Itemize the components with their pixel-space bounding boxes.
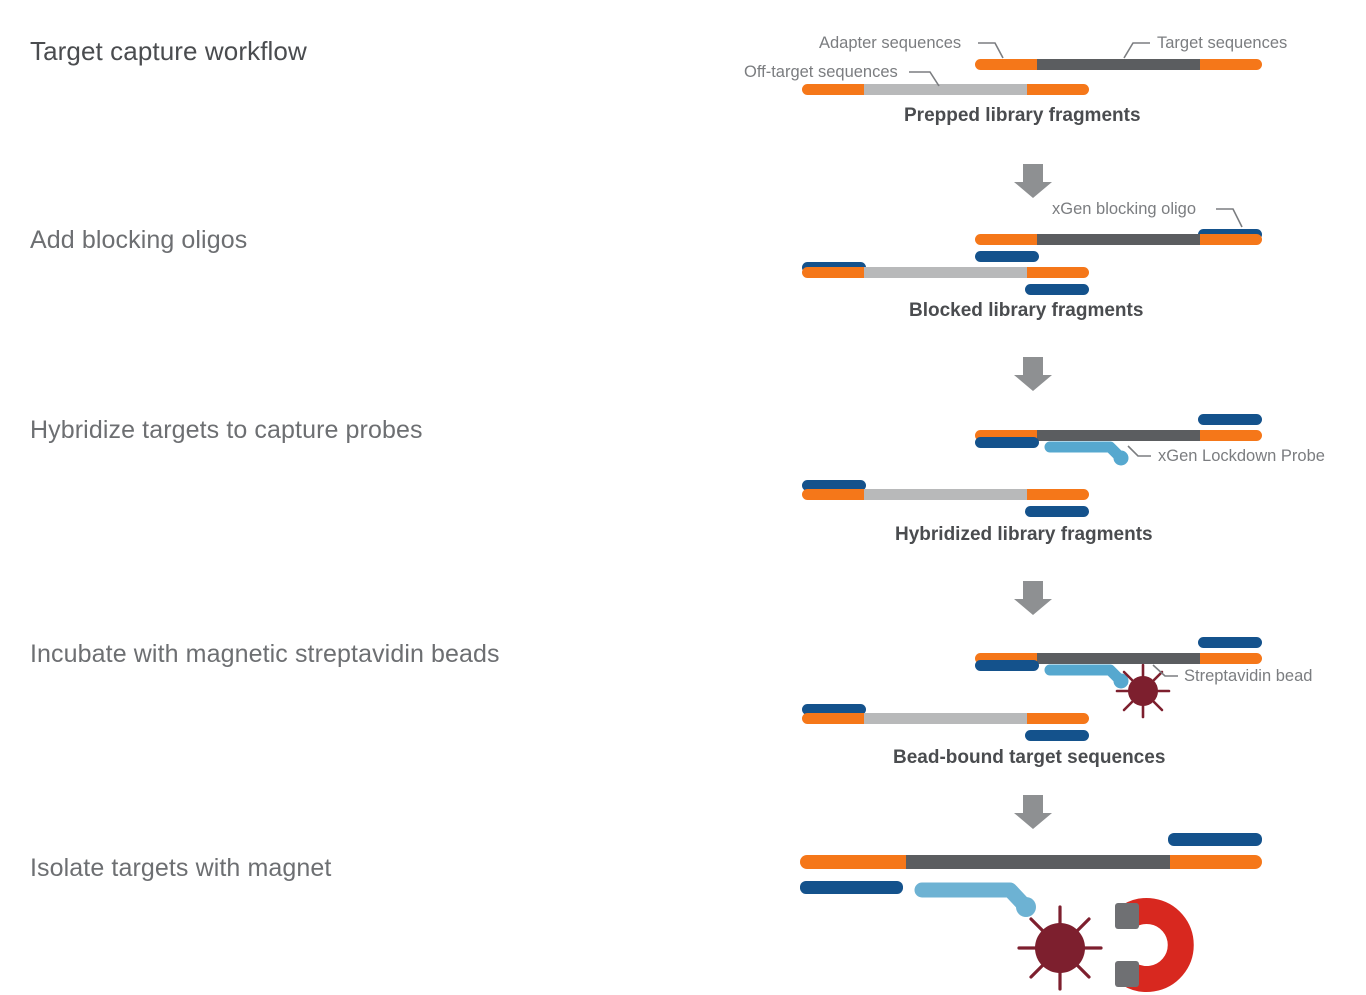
segment-off-target <box>864 713 1027 724</box>
caption-bead-bound-target-sequences: Bead-bound target sequences <box>893 747 1166 768</box>
segment-target <box>1037 59 1200 70</box>
fragment-on-target <box>975 234 1262 245</box>
blocking-oligo-bottom-left <box>975 251 1039 262</box>
segment-adapter-left <box>975 234 1037 245</box>
blocking-oligo-top-right <box>1198 637 1262 648</box>
blocking-oligo-bottom-right <box>1025 506 1089 517</box>
blocking-oligo-top-right <box>1168 833 1262 846</box>
annotation-adapter-sequences: Adapter sequences <box>819 34 962 52</box>
annotation-streptavidin-bead: Streptavidin bead <box>1184 667 1313 685</box>
segment-target <box>1037 234 1200 245</box>
segment-adapter-left <box>975 653 1037 664</box>
page-title: Target capture workflow <box>30 36 307 66</box>
blocking-oligo-bottom-left <box>975 437 1039 448</box>
segment-adapter-right <box>1027 713 1089 724</box>
fragment-off-target <box>802 713 1089 724</box>
segment-adapter-right <box>1200 234 1262 245</box>
segment-adapter-left <box>802 267 864 278</box>
annotation-xgen-blocking-oligo: xGen blocking oligo <box>1052 200 1197 218</box>
fragment-off-target <box>802 489 1089 500</box>
segment-adapter-left <box>802 713 864 724</box>
blocking-oligo-top-right <box>1198 414 1262 425</box>
segment-target <box>1037 430 1200 441</box>
segment-adapter-left <box>800 855 906 869</box>
segment-adapter-right <box>1027 84 1089 95</box>
fragment-on-target <box>975 430 1262 441</box>
step-label-add-blocking-oligos: Add blocking oligos <box>30 226 248 254</box>
blocking-oligo-bottom-right <box>1025 730 1089 741</box>
blocking-oligo-top-left <box>802 704 866 715</box>
fragment-on-target <box>975 653 1262 664</box>
step-label-hybridize-targets: Hybridize targets to capture probes <box>30 416 423 444</box>
segment-adapter-left <box>802 489 864 500</box>
blocking-oligo-top-left <box>802 480 866 491</box>
segment-adapter-right <box>1200 59 1262 70</box>
segment-adapter-right <box>1170 855 1262 869</box>
segment-adapter-left <box>802 84 864 95</box>
segment-adapter-left <box>975 430 1037 441</box>
caption-prepped-library-fragments: Prepped library fragments <box>904 105 1141 126</box>
annotation-target-sequences: Target sequences <box>1157 34 1288 52</box>
caption-hybridized-library-fragments: Hybridized library fragments <box>895 524 1153 545</box>
segment-adapter-right <box>1200 653 1262 664</box>
fragment-on-target <box>975 59 1262 70</box>
fragment-off-target <box>802 84 1089 95</box>
segment-target <box>1037 653 1200 664</box>
blocking-oligo-bottom-left <box>975 660 1039 671</box>
segment-off-target <box>864 84 1027 95</box>
segment-target <box>906 855 1170 869</box>
segment-adapter-right <box>1200 430 1262 441</box>
annotation-off-target-sequences: Off-target sequences <box>744 63 898 81</box>
fragment-on-target <box>800 855 1262 869</box>
caption-blocked-library-fragments: Blocked library fragments <box>909 300 1144 321</box>
segment-adapter-left <box>975 59 1037 70</box>
segment-adapter-right <box>1027 267 1089 278</box>
segment-off-target <box>864 267 1027 278</box>
blocking-oligo-bottom-right <box>1025 284 1089 295</box>
step-label-isolate-magnet: Isolate targets with magnet <box>30 854 332 882</box>
segment-off-target <box>864 489 1027 500</box>
segment-adapter-right <box>1027 489 1089 500</box>
blocking-oligo-bottom-left <box>800 881 903 894</box>
annotation-xgen-lockdown-probe: xGen Lockdown Probe <box>1158 447 1325 465</box>
fragment-off-target <box>802 267 1089 278</box>
step-label-incubate-beads: Incubate with magnetic streptavidin bead… <box>30 640 500 668</box>
